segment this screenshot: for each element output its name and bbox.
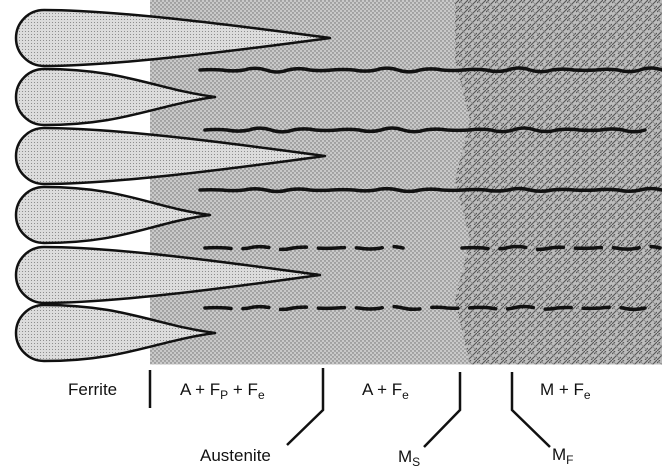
ferrite-label-text: Ferrite [68, 380, 118, 399]
a-fp-fe-part1: A + F [180, 380, 221, 399]
ms-leader [423, 372, 462, 448]
mf-label-m: M [552, 445, 567, 464]
mf-label-sub-f: F [566, 453, 574, 467]
dashed-interface-line [460, 244, 662, 252]
a-fp-fe-sub-e: e [257, 388, 265, 402]
ferrite-lamella [14, 245, 322, 305]
a-fp-fe-part2: + F [228, 380, 258, 399]
dashed-interface-line [203, 304, 647, 312]
ferrite-lamellae [14, 8, 332, 363]
ms-label-m: M [398, 447, 413, 466]
ferrite-lamella [14, 67, 217, 127]
ferrite-lamella [14, 8, 332, 68]
ms-label-sub-s: S [412, 455, 421, 469]
a-fe-sub-e: e [402, 388, 409, 402]
austenite-label: Austenite [200, 447, 271, 464]
wavy-interface-line [198, 66, 662, 74]
ferrite-label: Ferrite [68, 381, 117, 398]
a-fe-label: A + Fe [362, 380, 409, 401]
m-fe-part: M + F [540, 380, 584, 399]
m-fe-label: M + Fe [540, 380, 591, 401]
mf-label: MF [552, 445, 574, 466]
ferrite-lamella [14, 126, 327, 186]
a-fp-fe-sub-p: P [220, 388, 229, 402]
mf-leader [510, 372, 551, 448]
a-fp-fe-label: A + FP + Fe [180, 380, 265, 401]
wavy-interface-line [198, 186, 662, 194]
dashed-interface-line [203, 244, 405, 252]
martensite-region [455, 0, 662, 365]
ferrite-lamella [14, 303, 217, 363]
wavy-interface-line [203, 126, 647, 134]
a-fe-part: A + F [362, 380, 403, 399]
phase-boundaries [198, 66, 662, 312]
ms-label: MS [398, 447, 420, 468]
ferrite-lamella [14, 185, 212, 245]
austenite-label-text: Austenite [200, 446, 271, 465]
austenite-leader [286, 368, 325, 446]
m-fe-sub-e: e [583, 388, 591, 402]
